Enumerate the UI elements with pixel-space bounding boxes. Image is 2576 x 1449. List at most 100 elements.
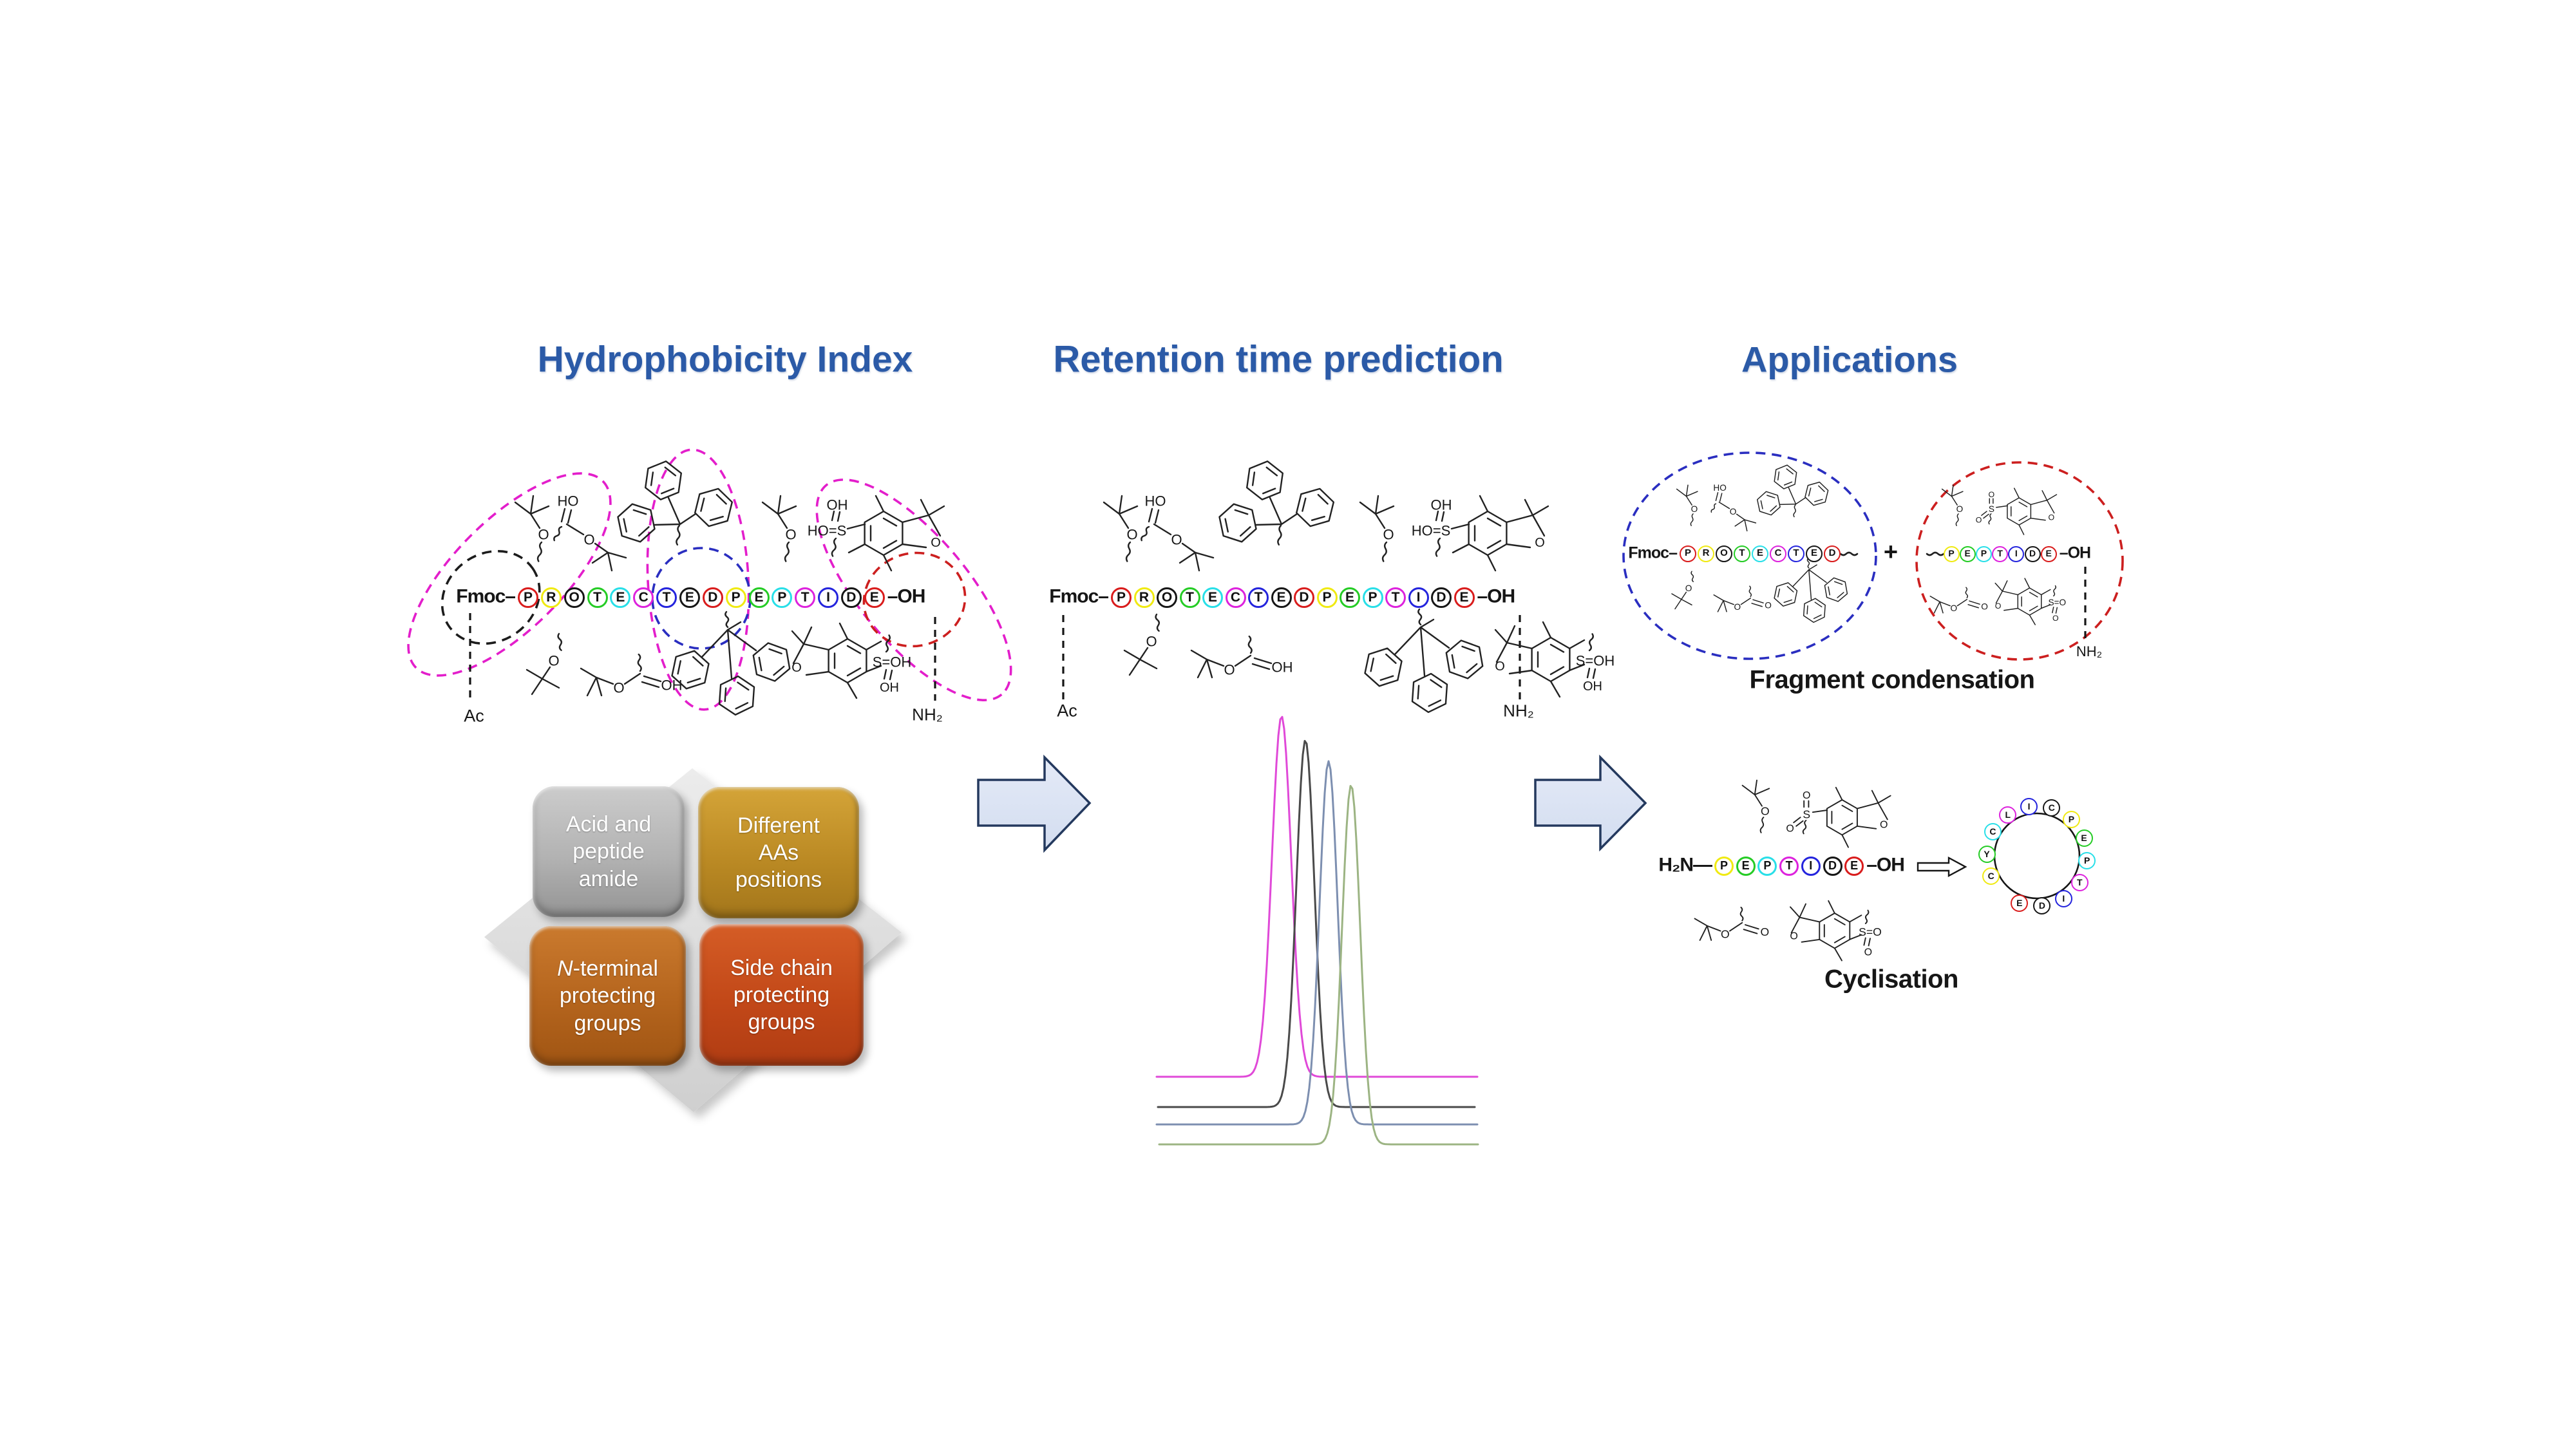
bond-line <box>1793 817 1804 827</box>
ellipse-black-fmoc <box>440 549 541 645</box>
bond-line <box>838 622 882 699</box>
atom-label: O <box>538 527 549 543</box>
bond-line <box>724 611 730 629</box>
tbu-ether-structure: O <box>761 495 797 562</box>
bond-line <box>1994 580 2008 592</box>
chromatogram-trace-peptide-4 <box>1158 784 1479 1146</box>
bond-line <box>1779 487 1806 506</box>
bond-line <box>2040 604 2051 609</box>
bond-line <box>1774 582 1798 607</box>
bond-line <box>1941 484 1964 506</box>
cyclic-residue-i: I <box>2020 797 2038 815</box>
residue-circle-r: R <box>1133 587 1155 608</box>
bond-line <box>1729 922 1743 932</box>
flow-arrows <box>977 754 1647 853</box>
bond-line <box>1445 639 1484 679</box>
atom-label: HO=S <box>1412 523 1451 539</box>
cyclic-residue-y: Y <box>1978 845 1996 863</box>
tbu-ester-structure: HO O <box>1141 493 1215 572</box>
atom-label: O <box>1790 931 1797 942</box>
residue-circle-t: T <box>1779 857 1799 876</box>
atom-label: S <box>1989 504 1994 514</box>
atom-label: O <box>1691 504 1698 514</box>
atom-label: O <box>1685 583 1692 593</box>
bond-line <box>1524 498 1549 516</box>
chromatogram-trace-peptide-2 <box>1157 740 1476 1108</box>
bond-line <box>1956 598 1968 607</box>
tbu-ether-structure: O <box>1741 779 1770 833</box>
bond-line <box>560 507 573 524</box>
bond-line <box>1495 641 1533 675</box>
heading-applications: Applications <box>1741 339 1958 380</box>
bond-line <box>591 542 627 572</box>
bond-line <box>920 498 945 516</box>
bond-line <box>1381 541 1388 562</box>
bond-line <box>1468 510 1508 556</box>
bond-line <box>1218 503 1257 543</box>
bond-line <box>1996 505 2008 508</box>
bond-line <box>536 541 543 562</box>
atom-label: HO=S <box>808 523 847 539</box>
atom-label: HO <box>1145 493 1166 509</box>
bond-line <box>831 510 841 522</box>
residue-circle-e: E <box>1271 587 1292 608</box>
residue-circle-c: C <box>1770 545 1786 562</box>
bond-line <box>901 514 942 549</box>
bond-line <box>1863 937 1871 947</box>
bond-line <box>1710 503 1717 513</box>
chain-fragment-c-suffix: –OH <box>2059 544 2091 562</box>
chain-middle-protected-peptide-prefix: Fmoc– <box>1049 585 1109 607</box>
box-line: positions <box>735 867 822 893</box>
residue-circle-t: T <box>587 587 608 608</box>
bond-line <box>701 629 757 679</box>
bond-line <box>1586 667 1596 679</box>
residue-circle-d: D <box>2024 545 2041 562</box>
atom-label: S=O <box>1859 925 1882 938</box>
residue-circle-p: P <box>772 587 793 608</box>
atom-label: O <box>1383 527 1394 543</box>
residue-circle-p: P <box>518 587 538 608</box>
bond-line <box>1965 587 1969 598</box>
box-n-terminal-protecting-groups: N-terminal protecting groups <box>529 926 686 1066</box>
atom-label: O <box>1761 925 1770 938</box>
atom-label: O <box>1126 527 1137 543</box>
bond-line <box>1981 511 1989 519</box>
bond-line <box>1995 591 2019 611</box>
bond-line <box>1871 790 1891 804</box>
arrow-left-to-middle <box>977 754 1092 853</box>
bond-line <box>1790 916 1821 943</box>
bond-line <box>1588 633 1594 652</box>
bond-line <box>1123 647 1158 676</box>
atom-label: O <box>1761 805 1770 818</box>
residue-circle-r: R <box>1698 545 1714 562</box>
cyclic-residue-l: L <box>1999 806 2017 824</box>
residue-circle-t: T <box>1734 545 1750 562</box>
atom-label: O <box>1880 820 1888 831</box>
bond-line <box>831 537 837 557</box>
residue-circle-p: P <box>1680 545 1696 562</box>
residue-circle-d: D <box>1823 857 1842 876</box>
bond-line <box>1828 900 1862 961</box>
arrow-middle-to-right <box>1534 754 1647 852</box>
atom-label: O <box>1734 602 1741 612</box>
residue-circle-d: D <box>840 587 862 608</box>
bond-line <box>846 523 866 530</box>
bond-line <box>1792 569 1827 600</box>
atom-label: O <box>2052 614 2059 623</box>
atom-label: O <box>1171 532 1182 548</box>
bond-line <box>883 668 893 681</box>
bond-line <box>791 626 813 645</box>
chain-middle-protected-peptide-suffix: –OH <box>1477 585 1516 607</box>
bond-line <box>1255 497 1298 526</box>
residue-circle-p: P <box>1316 587 1338 608</box>
residue-circle-r: R <box>540 587 562 608</box>
box-line: Side chain <box>730 955 833 980</box>
residue-circle-e: E <box>1736 857 1756 876</box>
